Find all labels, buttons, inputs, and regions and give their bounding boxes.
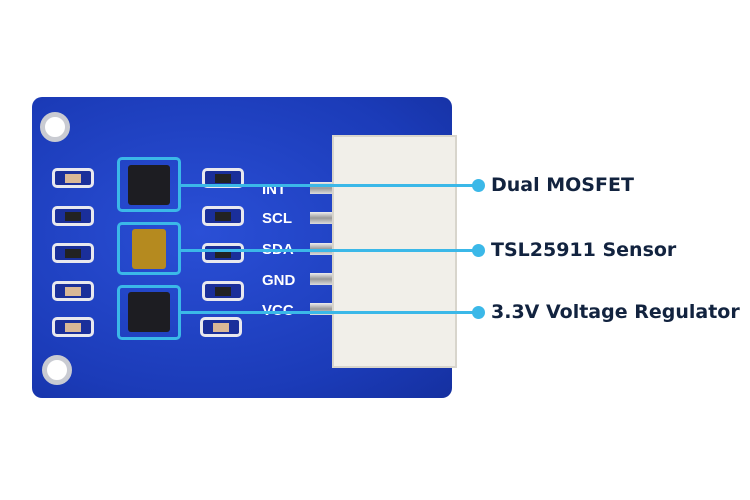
pin-label-gnd: GND xyxy=(262,272,296,289)
regulator-highlight xyxy=(117,285,181,340)
pin-label-scl: SCL xyxy=(262,210,292,227)
sensor-chip xyxy=(132,229,166,269)
mosfet-highlight xyxy=(117,157,181,212)
capacitor xyxy=(52,317,94,337)
resistor xyxy=(202,281,244,301)
mosfet-chip xyxy=(128,165,170,205)
callout-line xyxy=(181,249,478,252)
callout-label-regulator: 3.3V Voltage Regulator xyxy=(491,301,740,323)
resistor xyxy=(202,243,244,263)
callout-line xyxy=(181,311,478,314)
callout-dot xyxy=(472,179,485,192)
callout-dot xyxy=(472,306,485,319)
capacitor xyxy=(52,168,94,188)
callout-label-mosfet: Dual MOSFET xyxy=(491,174,634,196)
resistor xyxy=(202,206,244,226)
callout-line xyxy=(181,184,478,187)
regulator-chip xyxy=(128,292,170,332)
mounting-hole xyxy=(42,355,72,385)
callout-dot xyxy=(472,244,485,257)
capacitor xyxy=(52,281,94,301)
resistor xyxy=(52,243,94,263)
mounting-hole xyxy=(40,112,70,142)
resistor xyxy=(52,206,94,226)
capacitor xyxy=(200,317,242,337)
pin-label-vcc: VCC xyxy=(262,302,294,319)
callout-label-sensor: TSL25911 Sensor xyxy=(491,239,677,261)
sensor-highlight xyxy=(117,222,181,275)
